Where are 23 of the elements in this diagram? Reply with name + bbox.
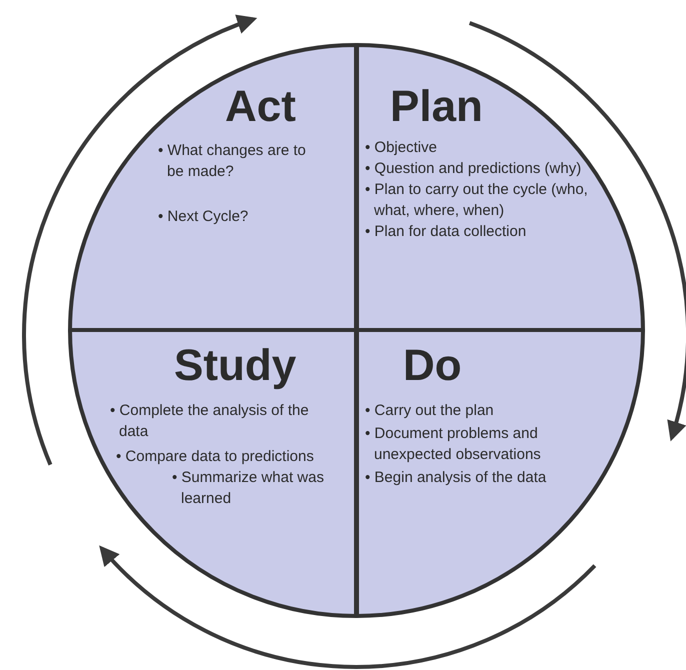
quadrant-sector [70,330,356,616]
quadrant-heading: Do [403,342,462,390]
bullet-point: • Document problems and unexpected observations [365,424,542,465]
cycle-arrow [22,16,258,466]
bullet-point: • Carry out the plan [365,401,495,421]
bullet-point: • Plan to carry out the cycle (who, what, where, when) [365,180,589,221]
bullet-point: • Begin analysis of the data [365,468,548,488]
bullet-point: • Objective [365,138,438,158]
bullet-point: • What changes are to be made? [158,141,307,182]
bullet-point: • Summarize what was learned [172,468,325,509]
quadrant-sector [70,45,356,331]
quadrant-heading: Plan [390,83,483,131]
quadrant-sector [357,330,643,616]
bullet-point: • Question and predictions (why) [365,159,582,179]
cycle-arrow [98,546,596,669]
bullet-point: • Plan for data collection [365,222,528,242]
quadrant-heading: Act [225,83,296,131]
quadrant-heading: Study [174,342,296,390]
cycle-arrow [468,21,686,442]
quadrant-sector [357,45,643,331]
bullet-point: • Compare data to predictions [116,447,315,467]
bullet-point: • Complete the analysis of the data [110,401,310,442]
bullet-point: • Next Cycle? [158,207,250,227]
